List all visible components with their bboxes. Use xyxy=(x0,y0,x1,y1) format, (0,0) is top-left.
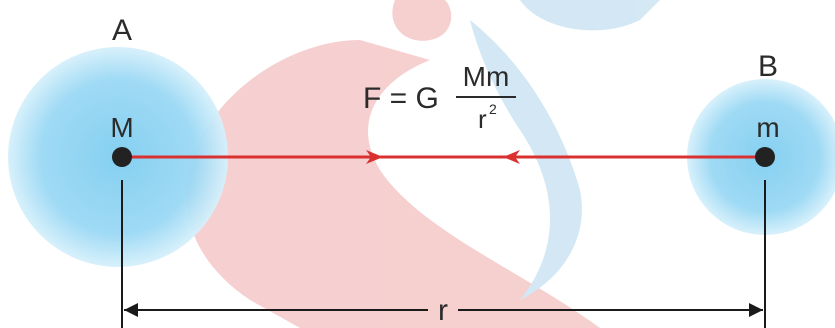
center-point-b xyxy=(755,147,775,167)
formula-lhs: F = G xyxy=(363,82,439,115)
mass-a-label: M xyxy=(110,112,133,143)
force-arrow-toward-a xyxy=(503,150,520,164)
gravitation-formula: F = G Mm r 2 xyxy=(363,61,516,134)
watermark-logo xyxy=(186,0,660,328)
mass-b-label: m xyxy=(756,112,779,143)
force-arrow-toward-b xyxy=(366,150,383,164)
distance-label: r xyxy=(438,294,448,327)
center-point-a xyxy=(112,147,132,167)
formula-denominator-exponent: 2 xyxy=(489,101,497,117)
formula-numerator: Mm xyxy=(463,61,510,92)
body-b-label: B xyxy=(758,50,778,83)
body-a-label: A xyxy=(112,14,132,47)
formula-denominator-base: r xyxy=(478,104,487,134)
